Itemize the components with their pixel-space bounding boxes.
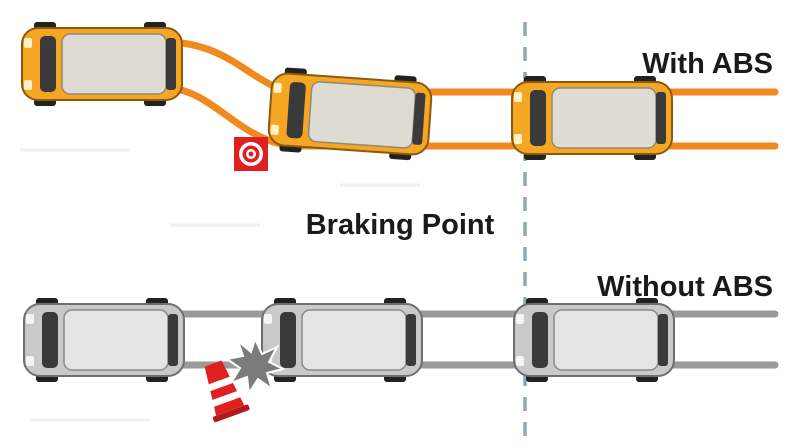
non-abs-car-crash-icon [261,297,423,383]
non-abs-car-end-icon [513,297,675,383]
non-abs-car-start-icon [23,297,185,383]
with-abs-label: With ABS [642,48,773,80]
abs-car-swerve-icon [266,65,434,163]
collision-burst-icon [224,336,286,396]
without-abs-label: Without ABS [597,271,773,303]
abs-car-start-icon [21,21,183,107]
braking-point-label: Braking Point [306,209,495,241]
traffic-cone-icon [204,360,250,423]
abs-car-end-icon [511,75,673,161]
road-streaks [20,148,420,422]
brake-warning-icon [234,137,268,171]
